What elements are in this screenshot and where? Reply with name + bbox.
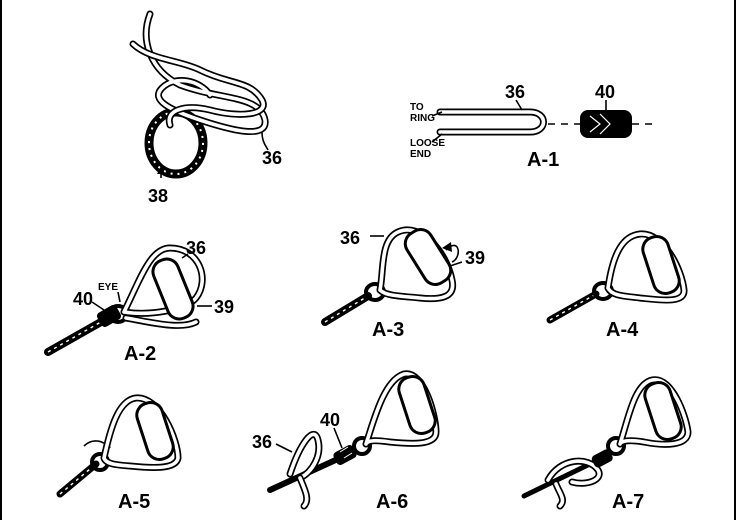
callout-36-top: 36: [262, 148, 282, 168]
handle-a5: [135, 401, 175, 461]
step-a6-figure: 36 40 A-6: [252, 370, 440, 513]
callout-40-a6: 40: [320, 410, 340, 430]
step-label-a7: A-7: [612, 491, 644, 513]
callout-40-a2: 40: [73, 289, 93, 309]
handle-a7: [643, 381, 683, 441]
step-label-a6: A-6: [376, 491, 408, 513]
to-ring-label-2: RING: [410, 113, 435, 124]
eye-label: EYE: [98, 282, 118, 293]
step-a4-figure: A-4: [546, 230, 688, 341]
loose-end-label-2: END: [410, 149, 431, 160]
callout-36-a1: 36: [505, 82, 525, 102]
step-a1-figure: TO RING LOOSE END 36 40 A-1: [410, 82, 658, 171]
handle-39-a3: [403, 228, 453, 286]
handle-39-a2: [151, 257, 195, 321]
step-a2-figure: 36 40 EYE 39 A-2: [44, 238, 234, 365]
rope-through-ring-figure: 36 38: [129, 10, 282, 206]
callout-38: 38: [148, 186, 168, 206]
step-a3-figure: 36 39 A-3: [321, 226, 485, 341]
step-label-a1: A-1: [527, 149, 559, 171]
step-label-a5: A-5: [118, 491, 150, 513]
callout-39-a2: 39: [214, 297, 234, 317]
to-ring-label-1: TO: [410, 102, 424, 113]
handle-a4: [641, 235, 681, 295]
loose-end-label-1: LOOSE: [410, 138, 445, 149]
step-label-a3: A-3: [372, 319, 404, 341]
callout-40-a1: 40: [595, 82, 615, 102]
step-a7-figure: A-7: [521, 376, 692, 513]
handle-a6: [397, 375, 437, 435]
callout-36-a6: 36: [252, 432, 272, 452]
step-label-a4: A-4: [606, 319, 639, 341]
step-label-a2: A-2: [124, 343, 156, 365]
callout-36-a3: 36: [340, 228, 360, 248]
step-a5-figure: A-5: [56, 394, 182, 513]
callout-36-a2: 36: [186, 238, 206, 258]
callout-39-a3: 39: [465, 248, 485, 268]
ferrule-40: [580, 110, 632, 138]
